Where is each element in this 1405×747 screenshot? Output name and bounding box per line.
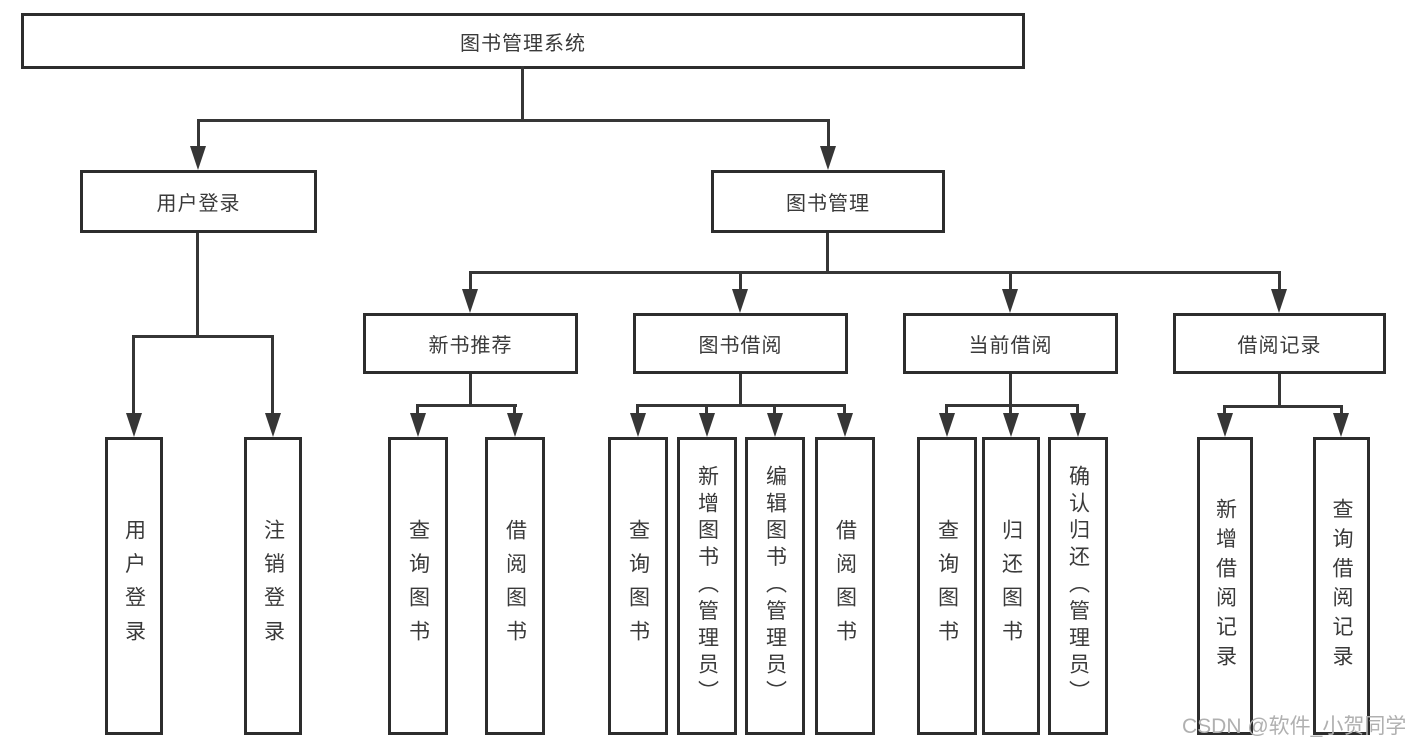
arrow-down-icon — [630, 413, 646, 437]
leaf-add-books-admin: 新增图书（管理员） — [677, 437, 737, 735]
arrow-down-icon — [126, 413, 142, 437]
edge-leaf-stub — [416, 404, 419, 416]
edge-book-mgmt-rail — [469, 271, 1281, 274]
edge-to-book-borrow — [739, 271, 742, 293]
leaf-query-books-recommend: 查询图书 — [388, 437, 448, 735]
edge-to-leaf-logout — [271, 335, 274, 415]
arrow-down-icon — [767, 413, 783, 437]
edge-leaf-stub — [1009, 404, 1012, 416]
edge-leaf-stub — [1340, 405, 1343, 416]
edge-new-book-rail — [416, 404, 517, 407]
edge-root-rail — [197, 119, 830, 122]
arrow-down-icon — [410, 413, 426, 437]
arrow-down-icon — [699, 413, 715, 437]
edge-leaf-stub — [636, 404, 639, 416]
edge-leaf-stub — [773, 404, 776, 416]
leaf-confirm-return-admin: 确认归还（管理员） — [1048, 437, 1108, 735]
edge-borrow-record-stem — [1278, 374, 1281, 407]
edge-current-borrow-rail — [945, 404, 1079, 407]
arrow-down-icon — [732, 289, 748, 313]
edge-user-login-rail — [132, 335, 274, 338]
node-user-login: 用户登录 — [80, 170, 317, 233]
arrow-down-icon — [820, 146, 836, 170]
edge-current-borrow-stem — [1009, 374, 1012, 406]
edge-leaf-stub — [1223, 405, 1226, 416]
node-current-borrowing: 当前借阅 — [903, 313, 1118, 374]
leaf-add-borrow-record: 新增借阅记录 — [1197, 437, 1253, 735]
arrow-down-icon — [1002, 289, 1018, 313]
node-root-system: 图书管理系统 — [21, 13, 1025, 69]
arrow-down-icon — [1217, 413, 1233, 437]
node-book-management: 图书管理 — [711, 170, 945, 233]
edge-root-stem — [521, 66, 524, 121]
leaf-borrow-books: 借阅图书 — [815, 437, 875, 735]
leaf-query-books-borrowing: 查询图书 — [608, 437, 668, 735]
arrow-down-icon — [1271, 289, 1287, 313]
edge-book-mgmt-stem — [826, 233, 829, 273]
arrow-down-icon — [1070, 413, 1086, 437]
edge-leaf-stub — [945, 404, 948, 416]
leaf-user-login: 用户登录 — [105, 437, 163, 735]
leaf-logout: 注销登录 — [244, 437, 302, 735]
edge-new-book-stem — [469, 374, 472, 406]
node-book-borrowing: 图书借阅 — [633, 313, 848, 374]
arrow-down-icon — [1003, 413, 1019, 437]
edge-leaf-stub — [513, 404, 516, 416]
arrow-down-icon — [939, 413, 955, 437]
leaf-return-books: 归还图书 — [982, 437, 1040, 735]
edge-leaf-stub — [705, 404, 708, 416]
edge-to-book-mgmt — [827, 119, 830, 150]
arrow-down-icon — [462, 289, 478, 313]
edge-book-borrow-stem — [739, 374, 742, 406]
edge-book-borrow-rail — [636, 404, 846, 407]
node-borrowing-records: 借阅记录 — [1173, 313, 1386, 374]
leaf-query-books-current: 查询图书 — [917, 437, 977, 735]
leaf-query-borrow-record: 查询借阅记录 — [1313, 437, 1370, 735]
edge-to-leaf-login — [132, 335, 135, 415]
edge-to-current-borrow — [1009, 271, 1012, 293]
node-new-book-recommend: 新书推荐 — [363, 313, 578, 374]
edge-leaf-stub — [843, 404, 846, 416]
edge-to-borrow-record — [1278, 271, 1281, 293]
edge-leaf-stub — [1076, 404, 1079, 416]
leaf-borrow-books-recommend: 借阅图书 — [485, 437, 545, 735]
edge-user-login-stem — [196, 233, 199, 337]
arrow-down-icon — [837, 413, 853, 437]
edge-borrow-record-rail — [1223, 405, 1343, 408]
arrow-down-icon — [1333, 413, 1349, 437]
leaf-edit-books-admin: 编辑图书（管理员） — [745, 437, 805, 735]
edge-to-user-login — [197, 119, 200, 150]
arrow-down-icon — [265, 413, 281, 437]
edge-to-new-book — [469, 271, 472, 293]
arrow-down-icon — [190, 146, 206, 170]
csdn-watermark: CSDN @软件_小贺同学 — [1182, 715, 1405, 738]
arrow-down-icon — [507, 413, 523, 437]
